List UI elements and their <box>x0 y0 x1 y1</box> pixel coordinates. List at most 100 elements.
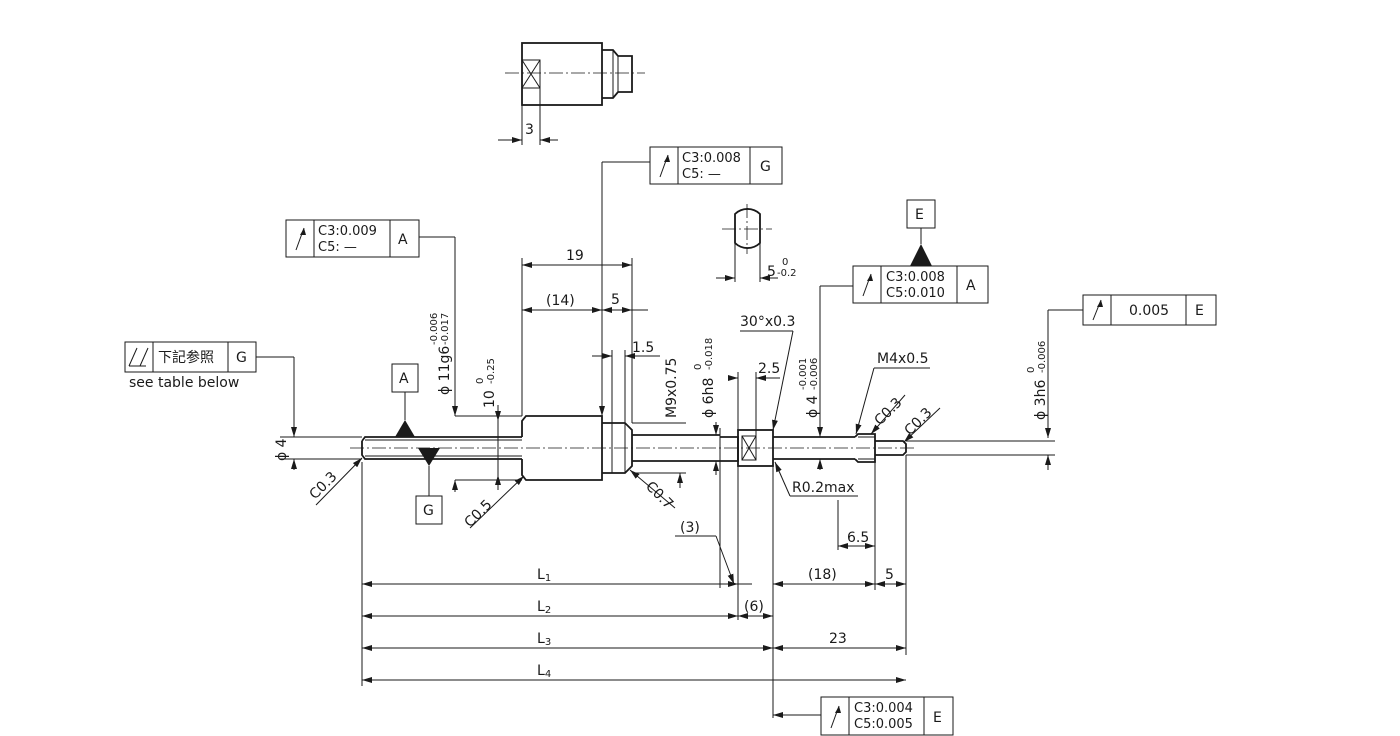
datum-g-label: G <box>423 503 434 519</box>
l4-label: L4 <box>537 663 551 680</box>
phi6-tol-lo: -0.018 <box>704 338 715 370</box>
dim-14-label: (14) <box>546 293 575 309</box>
fcf-total: 下記参照 G see table below <box>124 341 297 437</box>
phi4-right-tol-lo: -0.006 <box>809 358 820 390</box>
flat-section-detail: 5 0 -0.2 <box>716 204 797 282</box>
l2-main: L <box>537 599 545 615</box>
phi11-tol-up: -0.006 <box>429 313 440 345</box>
dim-phi4-right: ϕ 4 -0.001 -0.006 <box>798 358 823 470</box>
phi3-tol-lo: -0.006 <box>1037 341 1048 373</box>
top-view-flat-symbol <box>521 59 541 89</box>
top-view: 3 <box>498 42 645 145</box>
shaft-main-view <box>350 415 915 481</box>
phi6-label: ϕ 6h8 <box>701 378 717 418</box>
chamfer-c05: C0.5 <box>462 475 525 531</box>
datum-g-box <box>415 495 443 525</box>
datum-a-label: A <box>399 371 409 387</box>
l3-sub: 3 <box>545 637 551 648</box>
shaft-phi3-end <box>875 440 907 456</box>
dim-1-5: 1.5 <box>592 340 660 423</box>
dim-23: 23 <box>773 631 906 651</box>
flat-tol-up: 0 <box>782 257 788 268</box>
shaft-nut-body <box>521 415 603 481</box>
fcf-left-datum: A <box>398 232 408 248</box>
dim-18: (18) <box>773 567 875 587</box>
fcf-rm-line1: C3:0.008 <box>886 270 945 285</box>
dim-19: 19 <box>521 248 633 423</box>
phi4-right-label: ϕ 4 <box>805 395 821 418</box>
dim-2-5: 2.5 <box>728 361 780 436</box>
dim-phi11: ϕ 11g6 -0.006 -0.017 <box>429 313 522 492</box>
fcf-top-datum: G <box>760 159 771 175</box>
flat-dim-5: 5 <box>767 264 776 280</box>
datum-e-label: E <box>915 207 924 223</box>
dim-5-bottom-label: 5 <box>885 567 894 583</box>
shaft-m4-thread <box>854 433 876 463</box>
fcf-total-datum: G <box>236 350 247 366</box>
shaft-phi4-section <box>773 436 855 460</box>
dim-m4-thread: M4x0.5 <box>855 351 930 435</box>
phi11-label: ϕ 11g6 <box>437 346 453 395</box>
fcf-left-line1: C3:0.009 <box>318 224 377 239</box>
c05-label: C0.5 <box>462 497 496 531</box>
fcf-bottom-datum: E <box>933 710 942 726</box>
dim-6-5-label: 6.5 <box>847 530 869 546</box>
dim-18-label: (18) <box>808 567 837 583</box>
dim-5-top-label: 5 <box>611 292 620 308</box>
l3-main: L <box>537 631 545 647</box>
dim-r02: R0.2max <box>774 461 858 497</box>
chamfer-c07: C0.7 <box>629 469 676 512</box>
fcf-top-line2: C5: — <box>682 167 721 182</box>
dim-phi3: ϕ 3h6 0 -0.006 <box>906 341 1055 470</box>
l1-label: L1 <box>537 567 551 584</box>
phi4-right-tol-up: -0.001 <box>798 358 809 390</box>
dim-d10: 10 0 -0.25 <box>475 358 501 490</box>
c03-r2-label: C0.3 <box>902 405 936 439</box>
fcf-left-line2: C5: — <box>318 240 357 255</box>
phi4-left-label: ϕ 4 <box>274 438 290 461</box>
shaft-left-section <box>361 436 522 460</box>
fcf-total-note: see table below <box>129 375 239 391</box>
total-runout-symbol-b <box>139 347 149 367</box>
dim-23-label: 23 <box>829 631 847 647</box>
datum-a-triangle <box>395 420 415 437</box>
dim-6: (6) <box>738 599 773 619</box>
m9-label: M9x0.75 <box>664 358 680 418</box>
datum-e-triangle <box>910 244 932 266</box>
dim-30deg: 30°x0.3 <box>740 314 795 431</box>
l2-label: L2 <box>537 599 551 616</box>
dim-3: (3) <box>675 520 735 585</box>
fcf-bottom-line2: C5:0.005 <box>854 717 913 732</box>
top-view-dim-3: 3 <box>525 122 534 138</box>
dim-19-label: 19 <box>566 248 584 264</box>
dim-6-label: (6) <box>744 599 764 615</box>
fcf-fr-value: 0.005 <box>1129 303 1169 319</box>
l1-sub: 1 <box>545 573 551 584</box>
fcf-rm-datum: A <box>966 278 976 294</box>
l3-label: L3 <box>537 631 551 648</box>
dim-2-5-label: 2.5 <box>758 361 780 377</box>
shaft-flat-symbol <box>741 435 757 461</box>
dim-14: (14) <box>522 293 602 313</box>
shaft-m9-thread <box>602 422 633 474</box>
fcf-fr-datum: E <box>1195 303 1204 319</box>
phi3-tol-up: 0 <box>1026 367 1037 373</box>
fcf-bottom: C3:0.004 C5:0.005 E <box>773 696 954 736</box>
fcf-top-line1: C3:0.008 <box>682 151 741 166</box>
dim-l4: L4 <box>362 663 906 683</box>
l1-main: L <box>537 567 545 583</box>
fcf-right-mid: C3:0.008 C5:0.010 A <box>817 265 989 437</box>
datum-g-triangle <box>418 448 440 466</box>
d10-tol-up: 0 <box>475 378 486 384</box>
dim-phi6: ϕ 6h8 0 -0.018 <box>693 338 720 475</box>
shaft-phi6-section <box>632 434 720 462</box>
fcf-bottom-line1: C3:0.004 <box>854 701 913 716</box>
phi6-tol-up: 0 <box>693 364 704 370</box>
dim-1-5-label: 1.5 <box>632 340 654 356</box>
fcf-rm-line2: C5:0.010 <box>886 286 945 301</box>
dim-3-label: (3) <box>680 520 700 536</box>
top-view-body <box>521 42 603 106</box>
dim-m9: M9x0.75 <box>632 358 686 488</box>
